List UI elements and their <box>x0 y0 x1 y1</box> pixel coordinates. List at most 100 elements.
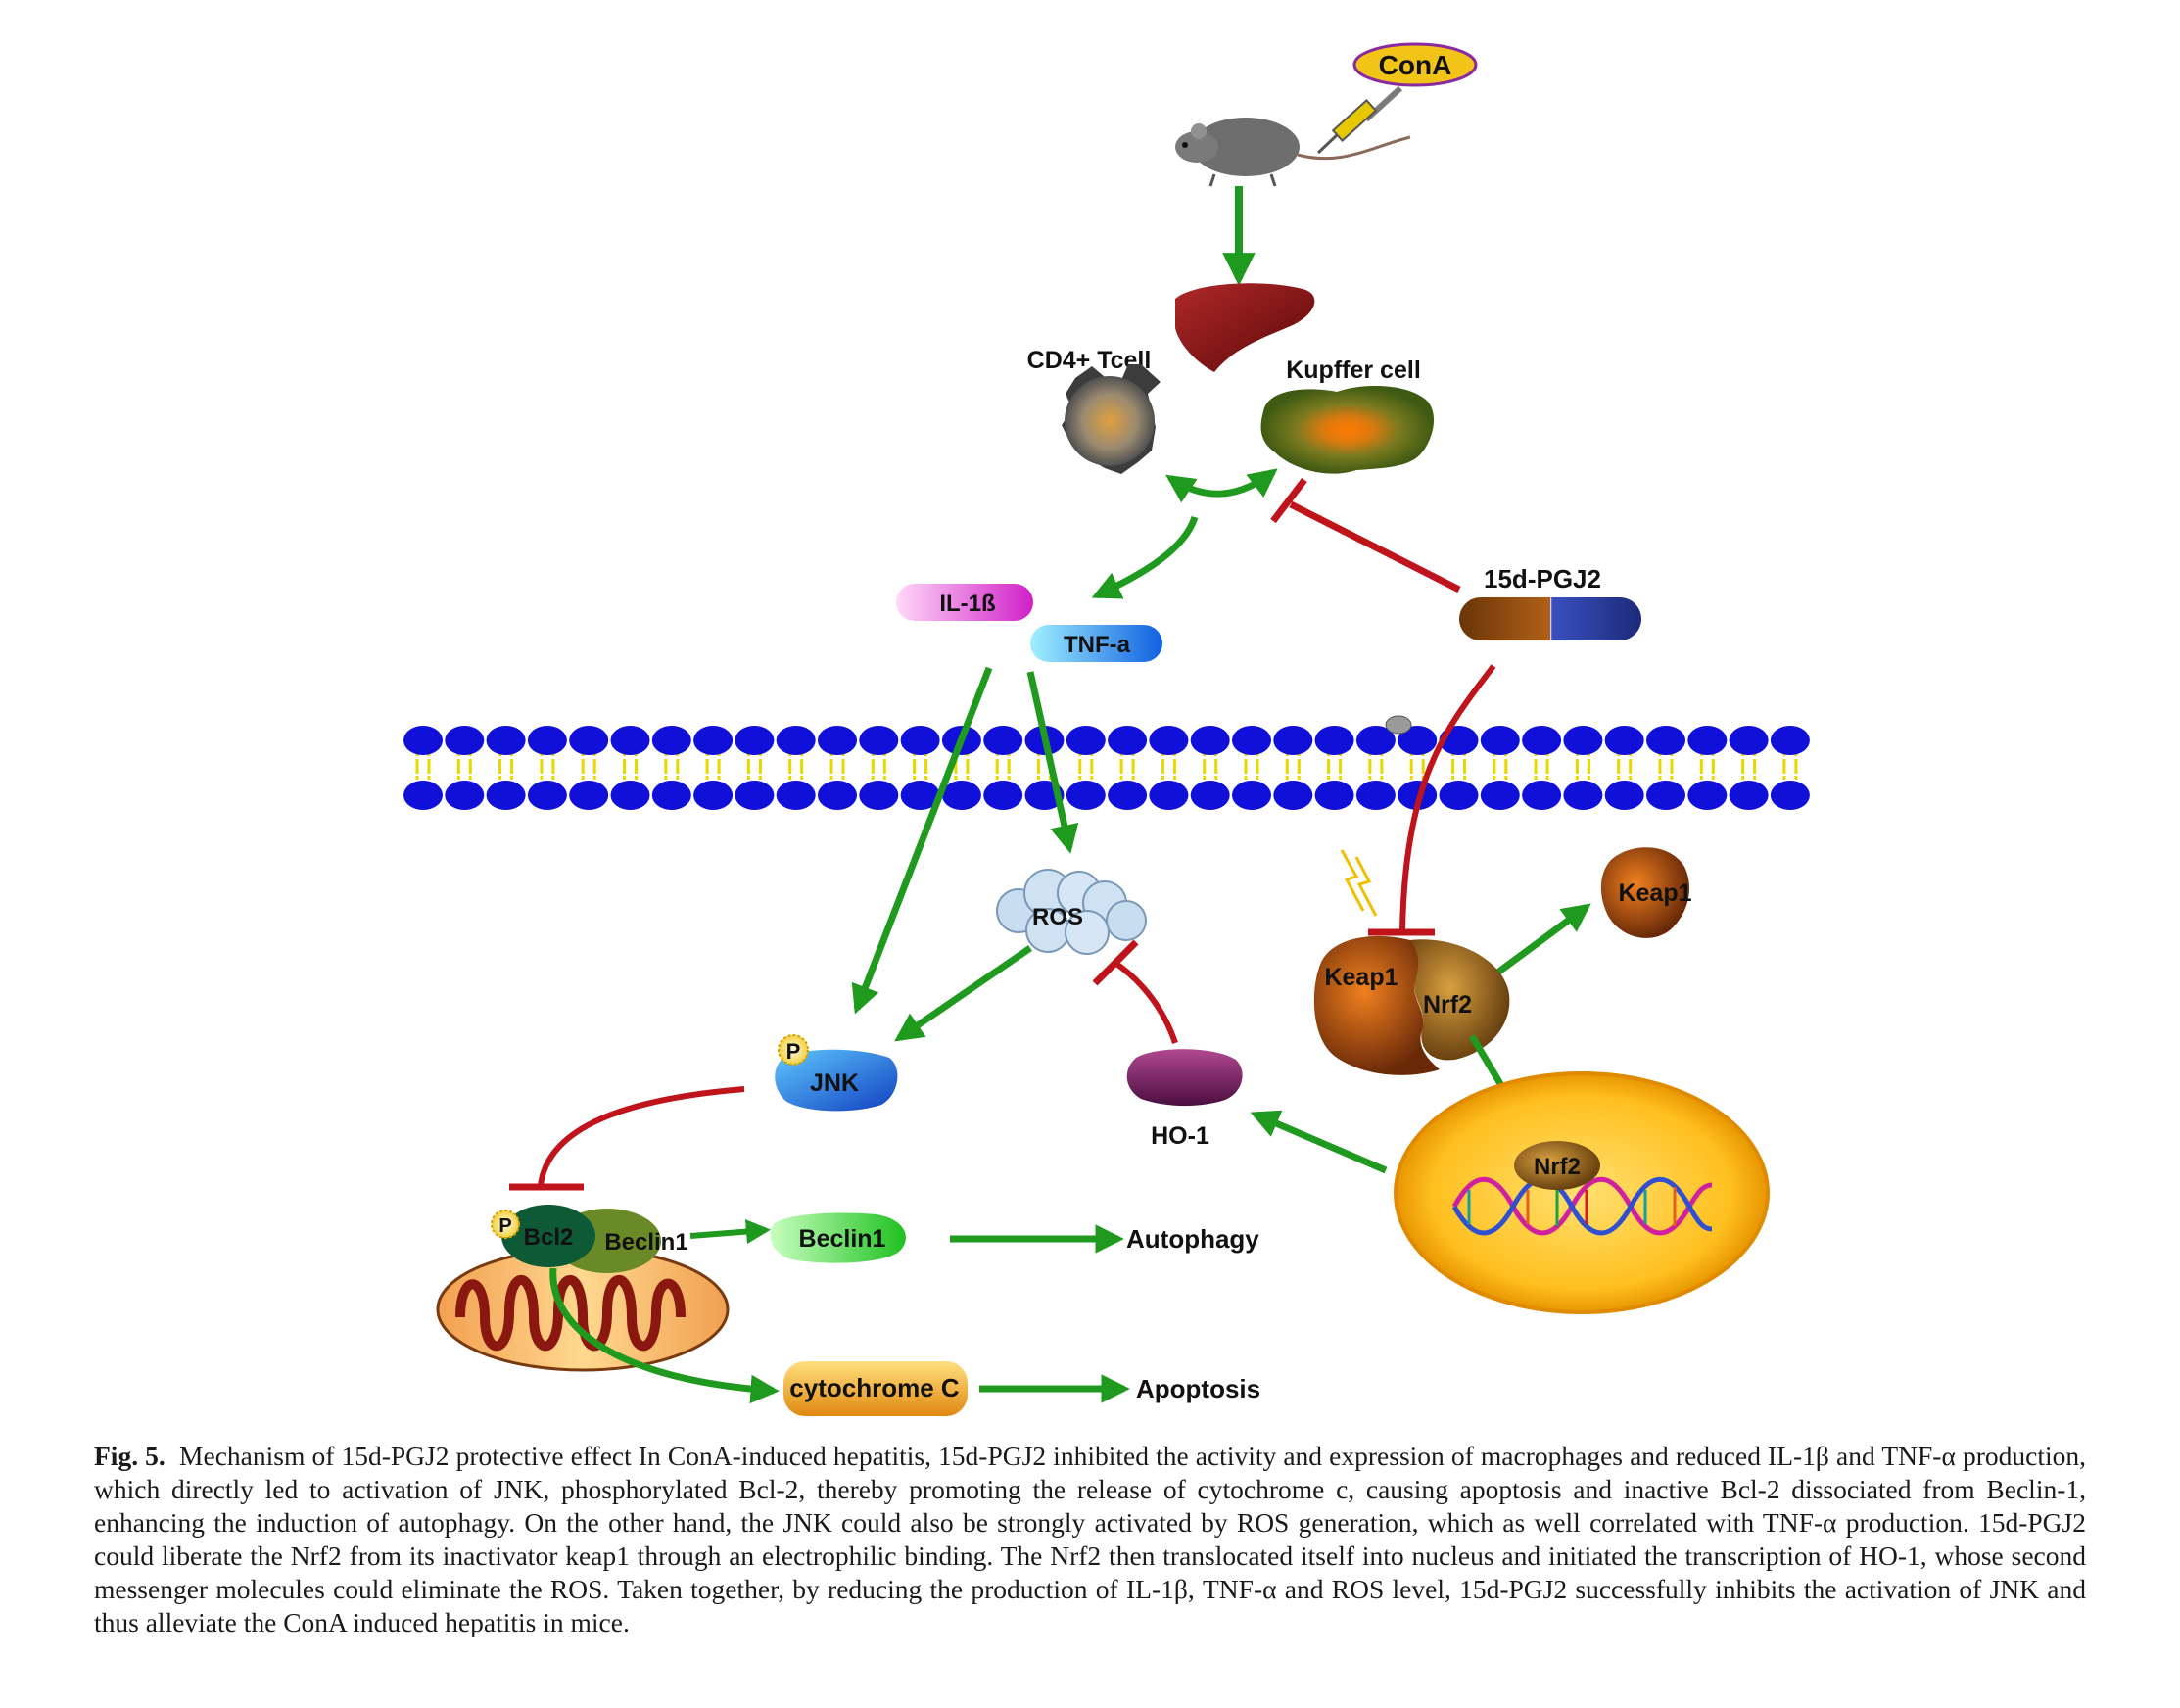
lightning-icon <box>1340 849 1378 917</box>
phospho-jnk-label: P <box>786 1039 801 1064</box>
membrane-head <box>1066 726 1106 755</box>
figure-caption-text: Mechanism of 15d-PGJ2 protective effect … <box>94 1441 2086 1637</box>
arrow-tnfa-to-ros <box>1026 671 1079 854</box>
keap1-free-label: Keap1 <box>1618 879 1691 907</box>
membrane-head <box>1646 781 1685 810</box>
membrane-head <box>1646 726 1685 755</box>
ho1-node: HO-1 <box>1126 1049 1243 1150</box>
cona-label: ConA <box>1379 50 1452 80</box>
membrane-head <box>693 781 734 810</box>
inhibit-pgj2-keap1 <box>1368 664 1496 936</box>
membrane-head <box>1729 781 1769 810</box>
cytochrome-c-label: cytochrome C <box>789 1373 960 1402</box>
membrane-head <box>900 781 940 810</box>
keap1-nrf2-complex: Keap1 Nrf2 <box>1313 935 1510 1075</box>
arrow-ros-to-jnk <box>894 945 1032 1042</box>
membrane-head <box>1232 781 1271 810</box>
membrane-head <box>983 726 1023 755</box>
membrane-head <box>1729 726 1769 755</box>
arrow-cells-to-cytokines <box>1091 515 1199 599</box>
membrane-head <box>735 726 775 755</box>
membrane-head <box>1149 726 1189 755</box>
inhibit-pgj2-kupffer <box>1270 477 1461 593</box>
arrow-cytokines-to-jnk <box>851 666 993 1015</box>
beclin1-bound-label: Beclin1 <box>604 1229 687 1256</box>
cd4-tcell-icon <box>1062 364 1161 474</box>
membrane-head <box>486 726 526 755</box>
pgj2-pill-icon <box>1459 597 1641 640</box>
membrane-head <box>818 726 857 755</box>
membrane-head <box>445 781 485 810</box>
apoptosis-label: Apoptosis <box>1136 1374 1260 1403</box>
il1b-label: IL-1ß <box>939 591 995 617</box>
membrane-head <box>1439 781 1479 810</box>
membrane-head <box>1770 726 1810 755</box>
membrane-head <box>1398 781 1438 810</box>
membrane-head <box>983 781 1023 810</box>
inhibit-ho1-ros <box>1092 939 1178 1044</box>
jnk-label: JNK <box>810 1069 859 1097</box>
phospho-bcl2-label: P <box>498 1215 511 1237</box>
cytochrome-c-node: cytochrome C <box>783 1361 968 1416</box>
membrane-head <box>610 781 650 810</box>
ho1-label: HO-1 <box>1151 1122 1209 1150</box>
figure-caption-label: Fig. 5. <box>94 1441 166 1471</box>
phospho-jnk-badge: P <box>778 1034 809 1066</box>
membrane-head <box>1232 726 1271 755</box>
membrane-head <box>1604 781 1644 810</box>
membrane-head <box>1687 726 1728 755</box>
autophagy-label: Autophagy <box>1126 1224 1259 1254</box>
dna-helix-icon <box>1451 1176 1713 1236</box>
membrane-head <box>486 781 526 810</box>
membrane-head <box>1190 781 1230 810</box>
il1b-node: IL-1ß <box>896 584 1033 621</box>
membrane-head <box>403 726 443 755</box>
membrane-head <box>1273 781 1313 810</box>
membrane-head <box>651 726 691 755</box>
ros-cloud: ROS <box>996 869 1147 955</box>
membrane-head <box>1522 781 1562 810</box>
nrf2-bound-label: Nrf2 <box>1423 991 1472 1019</box>
membrane-head <box>527 781 567 810</box>
syringe-icon <box>1316 85 1403 155</box>
membrane-head <box>1108 781 1148 810</box>
beclin1-free-node: Beclin1 <box>770 1212 906 1263</box>
membrane-head <box>1355 781 1396 810</box>
jnk-node: JNK P <box>775 1034 898 1112</box>
membrane-head <box>1522 726 1562 755</box>
membrane-head <box>818 781 857 810</box>
tnfa-label: TNF-a <box>1064 632 1131 658</box>
nrf2-nucleus-node: Nrf2 <box>1514 1141 1600 1190</box>
inhibit-jnk-bcl2 <box>509 1086 745 1191</box>
ros-label: ROS <box>1032 904 1083 930</box>
membrane-head <box>569 726 609 755</box>
membrane-head <box>1480 726 1520 755</box>
membrane-head <box>859 781 899 810</box>
beclin1-free-label: Beclin1 <box>799 1225 886 1253</box>
kupffer-cell-label: Kupffer cell <box>1286 356 1421 384</box>
membrane-head <box>1190 726 1230 755</box>
membrane-head <box>1066 781 1106 810</box>
kupffer-cell-icon <box>1260 386 1435 474</box>
membrane-head <box>859 726 899 755</box>
mechanism-diagram: ConA CD4+ Tcell Kupffer cell 15d-PGJ2 <box>403 42 1810 1416</box>
membrane-head <box>1563 781 1603 810</box>
arrow-complex-to-beclin1 <box>689 1219 772 1245</box>
cell-membrane <box>403 715 1810 810</box>
arrow-mito-to-cytochrome <box>549 1267 780 1404</box>
membrane-head <box>1149 781 1189 810</box>
keap1-bound-label: Keap1 <box>1324 964 1398 991</box>
membrane-head <box>569 781 609 810</box>
membrane-head <box>1273 726 1313 755</box>
membrane-head <box>1108 726 1148 755</box>
arrow-tcell-kupffer <box>1165 468 1278 503</box>
keap1-free-node: Keap1 <box>1600 847 1692 938</box>
nrf2-nucleus-label: Nrf2 <box>1534 1154 1581 1180</box>
membrane-head <box>1480 781 1520 810</box>
membrane-head <box>776 781 816 810</box>
membrane-head <box>1770 781 1810 810</box>
membrane-head <box>941 781 981 810</box>
membrane-receptor <box>1385 715 1412 735</box>
membrane-head <box>651 781 691 810</box>
membrane-head <box>403 781 443 810</box>
